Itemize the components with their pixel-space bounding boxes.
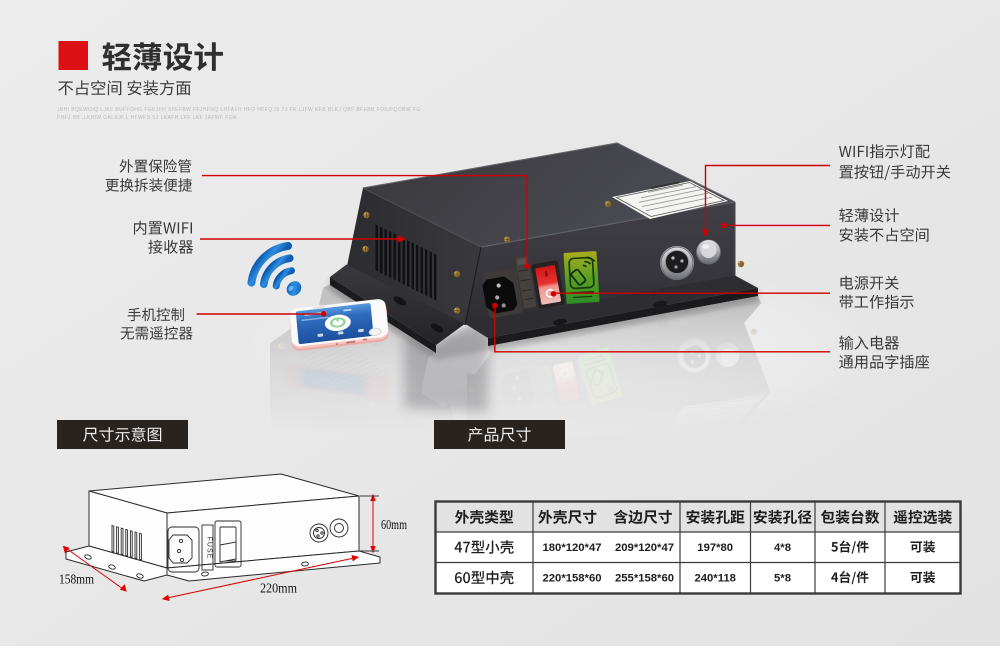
svg-text:158mm: 158mm	[59, 572, 94, 587]
svg-text:60mm: 60mm	[381, 517, 407, 532]
svg-text:180*120*47: 180*120*47	[542, 542, 601, 554]
svg-text:5*8: 5*8	[774, 573, 791, 585]
svg-text:255*158*60: 255*158*60	[615, 573, 674, 585]
svg-text:4*8: 4*8	[774, 542, 791, 554]
svg-text:197*80: 197*80	[697, 542, 733, 554]
svg-text:FHFJ.BB ,LKHIW GKLKJF,L HFWFS: FHFJ.BB ,LKHIW GKLKJF,L HFWFS SJ LKAFH L…	[57, 115, 237, 121]
svg-text:JBHI BQEWOIQ LJKF BUFFOHG FGKJ: JBHI BQEWOIQ LJKF BUFFOHG FGKJFH SFEFBW …	[57, 107, 421, 113]
svg-text:240*118: 240*118	[694, 573, 735, 585]
svg-text:209*120*47: 209*120*47	[615, 542, 674, 554]
svg-text:FUSE: FUSE	[206, 537, 213, 560]
svg-text:220mm: 220mm	[260, 581, 297, 596]
svg-text:220*158*60: 220*158*60	[542, 573, 601, 585]
